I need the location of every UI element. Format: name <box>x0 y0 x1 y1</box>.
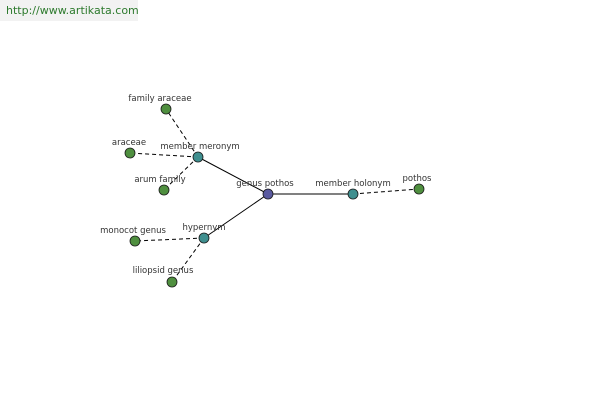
node-label-liliopsid-genus: liliopsid genus <box>133 266 194 276</box>
node-dot-liliopsid-genus[interactable] <box>166 276 178 288</box>
node-dot-hypernym[interactable] <box>198 232 210 244</box>
node-label-araceae: araceae <box>112 138 146 148</box>
edge-member-meronym-to-arum-family <box>163 156 199 191</box>
node-pothos[interactable]: pothos <box>403 174 433 195</box>
edge-genus-pothos-to-hypernym <box>203 193 269 239</box>
node-dot-araceae[interactable] <box>124 147 136 159</box>
node-label-monocot-genus: monocot genus <box>100 226 166 236</box>
node-dot-arum-family[interactable] <box>158 184 170 196</box>
node-araceae[interactable]: araceae <box>112 138 146 159</box>
edges-layer <box>129 108 420 283</box>
node-dot-member-meronym[interactable] <box>192 151 204 163</box>
node-arum-family[interactable]: arum family <box>134 175 186 196</box>
edge-member-holonym-to-pothos <box>352 188 420 195</box>
node-family-araceae[interactable]: family araceae <box>128 94 192 115</box>
node-label-member-holonym: member holonym <box>315 179 390 189</box>
node-dot-family-araceae[interactable] <box>160 103 172 115</box>
node-liliopsid-genus[interactable]: liliopsid genus <box>133 266 194 288</box>
nodes-layer: genus pothos member meronym member holonym… <box>100 94 433 288</box>
node-genus-pothos[interactable]: genus pothos <box>236 179 294 200</box>
edge-member-meronym-to-family-araceae <box>165 108 199 158</box>
node-label-member-meronym: member meronym <box>160 142 239 152</box>
url-link[interactable]: http://www.artikata.com <box>6 4 139 17</box>
url-banner: http://www.artikata.com <box>0 0 139 21</box>
edge-hypernym-to-monocot-genus <box>134 237 205 242</box>
node-label-arum-family: arum family <box>134 175 185 185</box>
node-dot-pothos[interactable] <box>413 183 425 195</box>
node-label-hypernym: hypernym <box>182 223 225 233</box>
edge-member-meronym-to-araceae <box>129 152 199 158</box>
node-member-holonym[interactable]: member holonym <box>315 179 391 200</box>
node-hypernym[interactable]: hypernym <box>182 223 226 244</box>
edge-hypernym-to-liliopsid-genus <box>171 237 205 283</box>
node-dot-member-holonym[interactable] <box>347 188 359 200</box>
edge-genus-pothos-to-member-meronym <box>197 156 269 195</box>
node-dot-monocot-genus[interactable] <box>129 235 141 247</box>
node-label-pothos: pothos <box>403 174 433 184</box>
node-monocot-genus[interactable]: monocot genus <box>100 226 166 247</box>
node-dot-genus-pothos[interactable] <box>262 188 274 200</box>
node-label-family-araceae: family araceae <box>128 94 191 104</box>
node-member-meronym[interactable]: member meronym <box>160 142 240 163</box>
node-label-genus-pothos: genus pothos <box>236 179 294 189</box>
